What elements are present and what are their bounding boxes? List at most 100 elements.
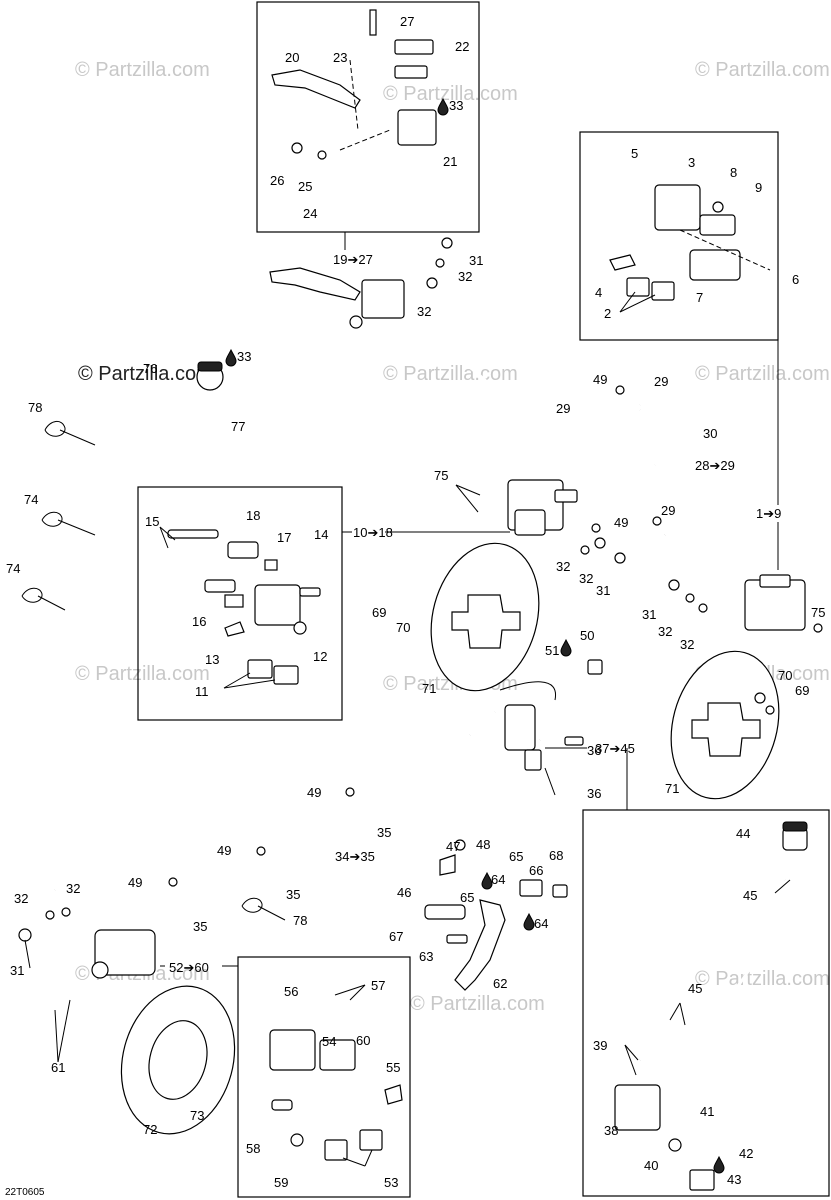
watermark: © Partzilla.com (695, 59, 830, 81)
callout-connectors (160, 232, 779, 967)
part-label: 32 (680, 637, 694, 652)
part-label: 2 (604, 306, 611, 321)
part-label: 75 (811, 605, 825, 620)
part-label: 27 (400, 14, 414, 29)
part-label: 11 (195, 684, 209, 699)
part-label: 53 (384, 1175, 398, 1190)
part-label: 6 (792, 272, 799, 287)
drop-icon (713, 1155, 725, 1174)
part-label: 70 (778, 668, 792, 683)
part-label: 37➔45 (595, 741, 635, 756)
part-label: 35 (286, 887, 300, 902)
watermark: © Partzilla.com (695, 363, 830, 385)
part-label: 3 (688, 155, 695, 170)
part-label: 60 (356, 1033, 370, 1048)
reservoir-rear (614, 821, 808, 1191)
part-label: 64 (491, 872, 505, 887)
watermark: © Partzilla.com (695, 968, 830, 990)
part-label: 25 (298, 179, 312, 194)
part-label: 66 (529, 863, 543, 878)
part-label: 71 (422, 681, 436, 696)
part-label: 47 (446, 839, 460, 854)
front-caliper-top-right (609, 184, 771, 301)
brake-lines (15, 269, 788, 1061)
part-label: 28➔29 (695, 458, 735, 473)
master-cylinder-main (269, 267, 405, 329)
part-label: 26 (270, 173, 284, 188)
watermark: © Partzilla.com (75, 59, 210, 81)
part-label: 32 (556, 559, 570, 574)
leader-lines (24, 291, 791, 1167)
part-label: 49 (307, 785, 321, 800)
part-label: 31 (469, 253, 483, 268)
part-label: 5 (631, 146, 638, 161)
part-label: 74 (24, 492, 38, 507)
part-label: 1➔9 (756, 506, 781, 521)
part-label: 49 (128, 875, 142, 890)
part-label: 7 (696, 290, 703, 305)
drop-icon (523, 912, 535, 931)
part-label: 35 (377, 825, 391, 840)
part-label: 50 (580, 628, 594, 643)
part-label: 32 (658, 624, 672, 639)
part-label: 68 (549, 848, 563, 863)
part-label: 31 (642, 607, 656, 622)
drop-icon (225, 348, 237, 367)
part-label: 14 (314, 527, 328, 542)
part-label: 69 (372, 605, 386, 620)
part-label: 71 (665, 781, 679, 796)
part-label: 20 (285, 50, 299, 65)
watermark: © Partzilla.com (75, 663, 210, 685)
master-cylinder-inset (256, 1, 480, 233)
part-label: 17 (277, 530, 291, 545)
front-caliper-left-inset (167, 529, 321, 685)
part-label: 44 (736, 826, 750, 841)
master-cylinder-top (271, 9, 437, 160)
watermark: © Partzilla.com (383, 363, 518, 385)
part-labels: 1➔9 2 3 4 5 6 7 8 9 10➔18 11 12 13 14 15… (6, 14, 825, 1190)
part-label: 54 (322, 1034, 336, 1049)
drop-icon (560, 638, 572, 657)
part-label: 49 (593, 372, 607, 387)
watermark-dark: © Partzilla.com (78, 363, 213, 385)
front-caliper-right (668, 574, 823, 633)
part-label: 29 (556, 401, 570, 416)
part-label: 22 (455, 39, 469, 54)
part-label: 55 (386, 1060, 400, 1075)
cable-ties (21, 421, 286, 921)
reservoir-front (196, 361, 224, 391)
part-label: 49 (614, 515, 628, 530)
rear-caliper-inset (237, 956, 411, 1198)
part-label: 43 (727, 1172, 741, 1187)
part-label: 39 (593, 1038, 607, 1053)
part-label: 70 (396, 620, 410, 635)
drop-icon-group (225, 97, 725, 1174)
part-label: 41 (700, 1104, 714, 1119)
part-label: 35 (193, 919, 207, 934)
part-label: 18 (246, 508, 260, 523)
part-label: 9 (755, 180, 762, 195)
watermark: © Partzilla.com (383, 83, 518, 105)
front-disc-left (430, 542, 540, 692)
rear-disc (120, 985, 236, 1135)
part-label: 76 (143, 361, 157, 376)
part-label: 10➔18 (353, 525, 393, 540)
part-label: 73 (190, 1108, 204, 1123)
part-label: 16 (192, 614, 206, 629)
part-label: 30 (703, 426, 717, 441)
part-label: 75 (434, 468, 448, 483)
drop-icon (481, 871, 493, 890)
part-label: 45 (688, 981, 702, 996)
front-caliper-inset-left (137, 486, 343, 721)
part-label: 45 (743, 888, 757, 903)
reservoir-inset (582, 809, 830, 1197)
part-label: 32 (417, 304, 431, 319)
part-label: 4 (595, 285, 602, 300)
part-label: 15 (145, 514, 159, 529)
part-label: 49 (217, 843, 231, 858)
front-caliper-mid (507, 479, 606, 549)
part-label: 56 (284, 984, 298, 999)
part-label: 31 (10, 963, 24, 978)
part-label: 32 (579, 571, 593, 586)
